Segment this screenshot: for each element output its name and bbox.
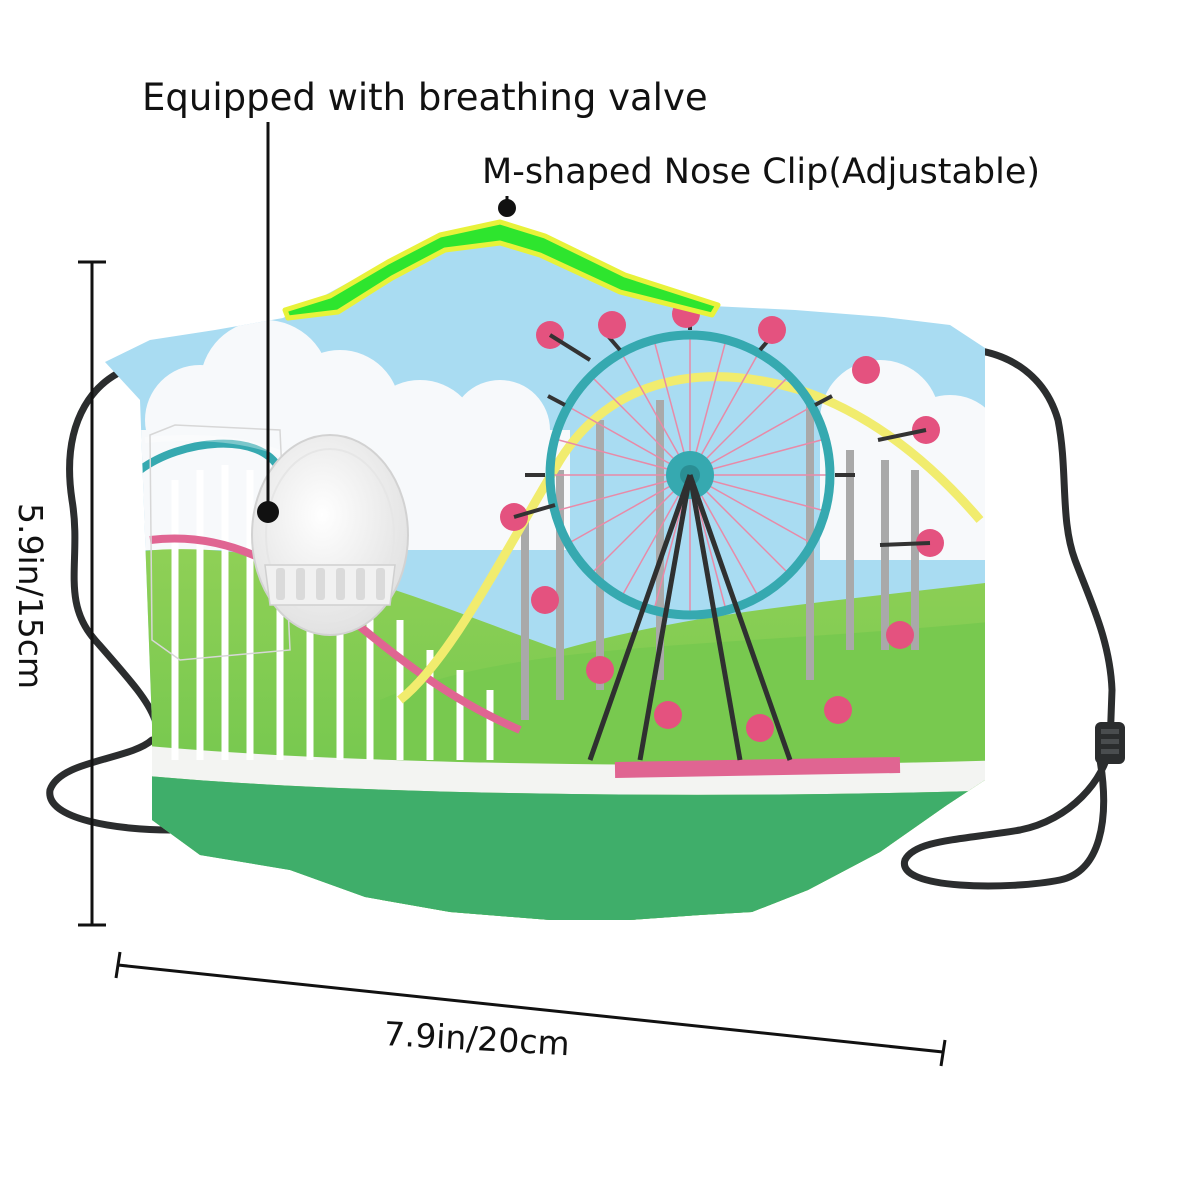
valve-callout-leader (257, 122, 279, 523)
height-dimension-label: 5.9in/15cm (11, 503, 50, 689)
mask-body (105, 226, 985, 920)
breathing-valve (251, 434, 409, 636)
valve-callout-label: Equipped with breathing valve (142, 76, 708, 119)
right-ear-strap (901, 346, 1116, 890)
strap-adjuster (1095, 722, 1125, 764)
ferris-wheel-support (587, 474, 793, 761)
mask-seam-band (105, 740, 985, 795)
ferris-wheel (500, 300, 944, 761)
height-dimension-line (78, 260, 106, 927)
ride-poles (521, 400, 919, 720)
width-dimension-line (114, 951, 947, 1067)
coaster-base-pink (614, 757, 901, 778)
coaster-track-yellow (397, 372, 984, 704)
nose-clip-callout-leader (498, 196, 516, 217)
gondolas (500, 300, 944, 742)
nose-clip-callout-label: M-shaped Nose Clip(Adjustable) (482, 152, 1041, 192)
nose-clip (282, 219, 721, 321)
